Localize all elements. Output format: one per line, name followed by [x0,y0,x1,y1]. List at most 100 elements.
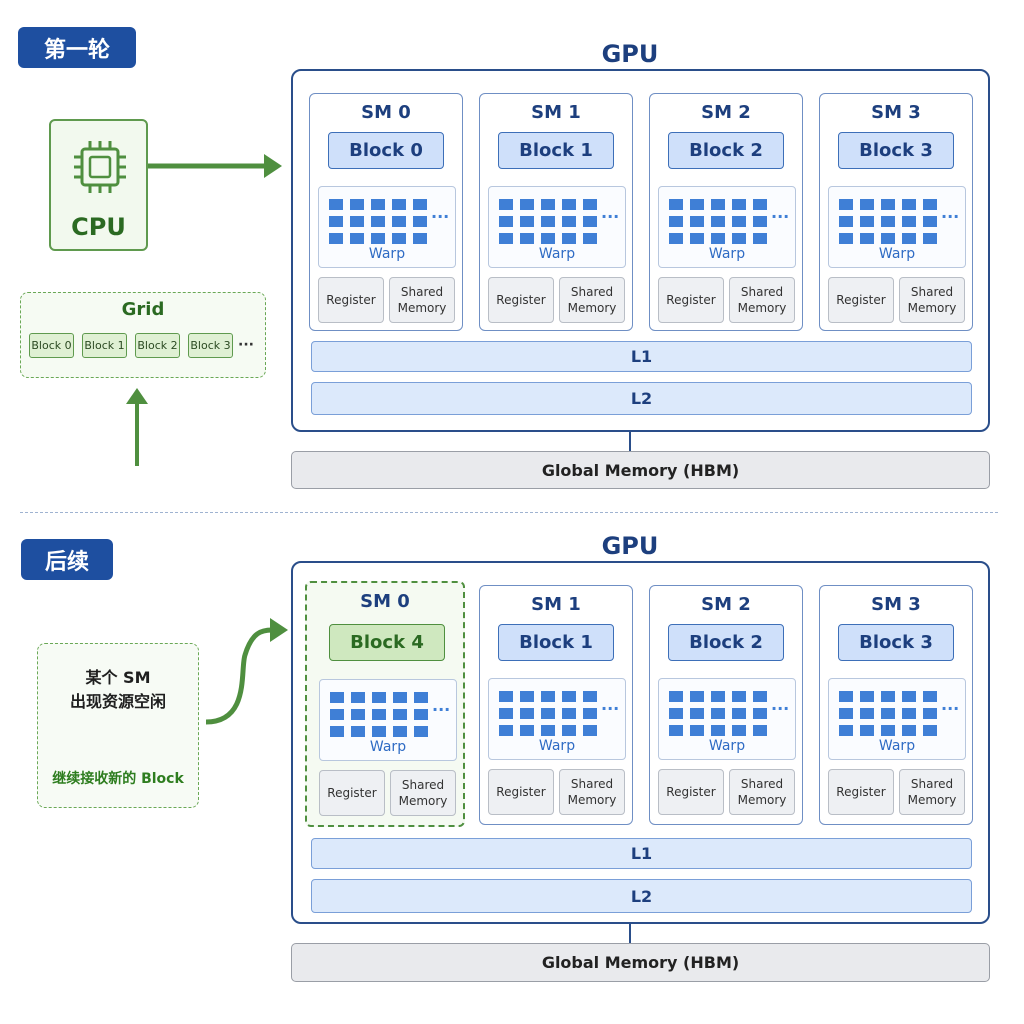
sm-card-0-active: SM 0 Block 4 ··· Warp Register Shared Me… [305,581,465,827]
grid-ellipsis: ··· [238,337,254,353]
l1-cache-bar: L1 [311,341,972,372]
shared-label-line1: Shared [740,777,784,791]
shared-label-line2: Memory [737,301,787,315]
shared-memory-cell: Shared Memory [559,277,625,323]
new-block-chip: Block 4 [329,624,445,661]
shared-label-line1: Shared [401,778,445,792]
warp-label: Warp [538,738,576,754]
sm-card-0: SM 0 Block 0 ··· Warp Register Shared Me… [309,93,463,331]
subsequent-badge: 后续 [21,539,113,580]
shared-label-line1: Shared [570,285,614,299]
gpu-title-round1: GPU [601,40,659,68]
phase-divider [20,512,998,513]
shared-memory-cell: Shared Memory [899,769,965,815]
block-chip: Block 0 [328,132,444,169]
grid-block-chip: Block 0 [29,333,74,358]
warp-ellipsis: ··· [601,207,620,226]
grid-block-chip: Block 3 [188,333,233,358]
shared-memory-cell: Shared Memory [729,277,795,323]
idle-sm-note: 某个 SM 出现资源空闲 继续接收新的 Block [37,643,199,808]
block-chip: Block 3 [838,624,954,661]
cpu-box: CPU [49,119,148,251]
warp-label: Warp [878,246,916,262]
l1-cache-bar: L1 [311,838,972,869]
block-chip: Block 2 [668,132,784,169]
shared-label-line1: Shared [910,285,954,299]
grid-block-chip: Block 2 [135,333,180,358]
grid-title: Grid [121,299,165,320]
warp-thread-grid [839,691,937,736]
register-cell: Register [658,769,724,815]
warp-label: Warp [538,246,576,262]
cpu-to-gpu-arrow [148,154,282,178]
sm-title: SM 1 [531,102,581,123]
sm-card-3: SM 3 Block 3 ··· Warp Register Shared Me… [819,585,973,825]
shared-label-line2: Memory [907,793,957,807]
warp-panel: ··· Warp [488,186,626,268]
note-line-2: 出现资源空闲 [69,692,166,711]
register-cell: Register [828,769,894,815]
shared-label-line2: Memory [907,301,957,315]
sm-title: SM 0 [361,102,411,123]
gpu-to-memory-link [629,432,631,452]
grid-block-chip: Block 1 [82,333,127,358]
note-line-3: 继续接收新的 Block [52,771,184,787]
grid-up-arrow [126,388,148,466]
warp-thread-grid [329,199,427,244]
warp-panel: ··· Warp [828,678,966,760]
l2-cache-bar: L2 [311,879,972,913]
sm-card-3: SM 3 Block 3 ··· Warp Register Shared Me… [819,93,973,331]
gpu-title-round2: GPU [601,532,659,560]
l2-cache-bar: L2 [311,382,972,415]
global-memory-bar-round1: Global Memory (HBM) [291,451,990,489]
shared-label-line1: Shared [570,777,614,791]
register-cell: Register [318,277,384,323]
warp-panel: ··· Warp [658,186,796,268]
grid-box: Grid Block 0 Block 1 Block 2 Block 3 ··· [20,292,266,378]
warp-thread-grid [330,692,428,737]
shared-memory-cell: Shared Memory [559,769,625,815]
shared-label-line2: Memory [567,793,617,807]
register-cell: Register [658,277,724,323]
warp-label: Warp [878,738,916,754]
shared-label-line2: Memory [397,301,447,315]
note-line-1: 某个 SM [85,668,151,687]
warp-panel: ··· Warp [319,679,457,761]
dispatch-curve-arrow [205,618,288,725]
register-cell: Register [488,769,554,815]
shared-memory-cell: Shared Memory [390,770,456,816]
sm-card-2: SM 2 Block 2 ··· Warp Register Shared Me… [649,93,803,331]
warp-ellipsis: ··· [432,700,451,719]
warp-panel: ··· Warp [828,186,966,268]
shared-label-line2: Memory [398,794,448,808]
warp-thread-grid [499,199,597,244]
shared-label-line2: Memory [567,301,617,315]
warp-ellipsis: ··· [431,207,450,226]
shared-label-line1: Shared [910,777,954,791]
warp-label: Warp [369,739,407,755]
warp-thread-grid [499,691,597,736]
warp-thread-grid [839,199,937,244]
sm-title: SM 1 [531,594,581,615]
warp-label: Warp [708,738,746,754]
sm-title: SM 3 [871,594,921,615]
gpu-box-round1: SM 0 Block 0 ··· Warp Register Shared Me… [291,69,990,432]
shared-memory-cell: Shared Memory [389,277,455,323]
global-memory-bar-round2: Global Memory (HBM) [291,943,990,982]
block-chip: Block 1 [498,132,614,169]
warp-label: Warp [368,246,406,262]
warp-panel: ··· Warp [658,678,796,760]
cpu-chip-icon [74,141,126,193]
warp-thread-grid [669,691,767,736]
shared-label-line1: Shared [400,285,444,299]
shared-memory-cell: Shared Memory [899,277,965,323]
warp-ellipsis: ··· [771,699,790,718]
block-chip: Block 3 [838,132,954,169]
cpu-label: CPU [71,213,126,241]
block-chip: Block 1 [498,624,614,661]
first-round-badge: 第一轮 [18,27,136,68]
register-cell: Register [828,277,894,323]
register-cell: Register [319,770,385,816]
sm-title: SM 2 [701,102,751,123]
